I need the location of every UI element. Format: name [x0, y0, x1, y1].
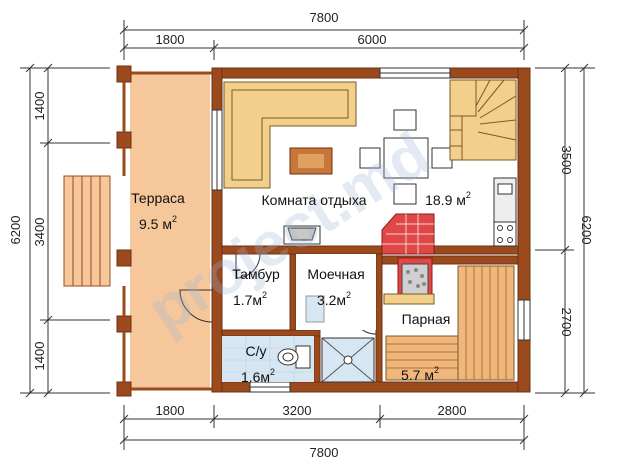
steam-benches: [385, 265, 515, 381]
room-area-steam: 5.7 м2: [401, 365, 439, 383]
room-area-terrace: 9.5 м2: [139, 214, 177, 232]
dim-bottom-left: 1800: [156, 403, 185, 418]
staircase: [449, 79, 517, 161]
room-name-living: Комната отдыха: [262, 192, 367, 208]
corner-sofa: [223, 81, 357, 189]
kitchen-unit: [493, 177, 517, 247]
dimension-lines: [20, 20, 595, 450]
room-name-toilet: С/у: [246, 343, 267, 359]
terrace-posts: [116, 65, 212, 397]
room-name-steam: Парная: [402, 311, 451, 327]
terrace-floor: [130, 74, 210, 389]
dim-top-total: 7800: [310, 10, 339, 25]
windows: [211, 67, 531, 393]
dim-left-mid: 3400: [32, 218, 47, 247]
tv-stand: [283, 225, 321, 245]
dim-bottom-right: 2800: [438, 403, 467, 418]
dim-right-total: 6200: [579, 216, 594, 245]
dim-bottom-mid: 3200: [283, 403, 312, 418]
room-name-vestibule: Тамбур: [232, 266, 280, 282]
dim-bottom-total: 7800: [310, 445, 339, 460]
entry-steps: [63, 175, 111, 287]
coffee-table: [289, 147, 333, 175]
dim-right-bottom: 2700: [559, 308, 574, 337]
room-area-living: 18.9 м2: [425, 190, 471, 208]
stove-corner: [381, 213, 435, 305]
room-name-washroom: Моечная: [307, 266, 364, 282]
dim-top-right: 6000: [358, 32, 387, 47]
dim-top-left: 1800: [156, 32, 185, 47]
wash-tiles: [296, 254, 376, 330]
dim-left-total: 6200: [8, 216, 23, 245]
toilet-room: [222, 336, 314, 382]
shower-tray: [321, 337, 375, 383]
room-area-washroom: 3.2м2: [317, 290, 351, 308]
dining-set: [359, 109, 453, 205]
dim-right-top: 3500: [559, 146, 574, 175]
room-name-terrace: Терраса: [131, 190, 185, 206]
room-area-vestibule: 1.7м2: [233, 290, 267, 308]
room-area-toilet: 1.6м2: [241, 367, 275, 385]
dim-left-top: 1400: [32, 92, 47, 121]
dim-left-bottom: 1400: [32, 342, 47, 371]
